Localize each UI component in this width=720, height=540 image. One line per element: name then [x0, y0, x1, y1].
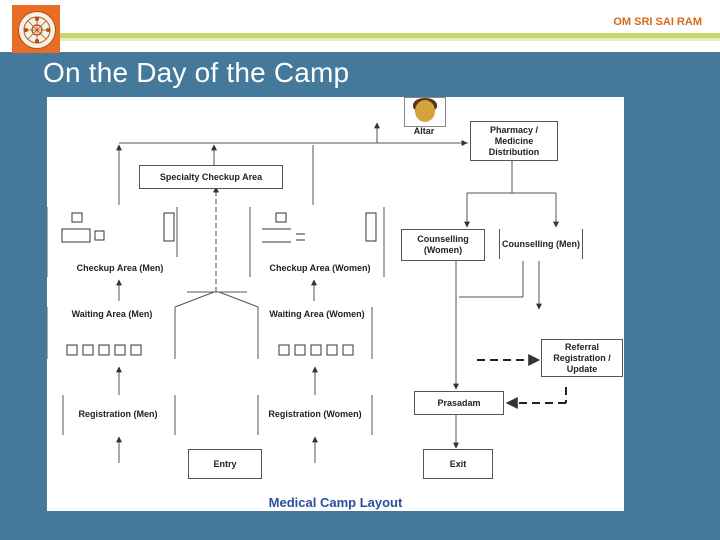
header-band	[0, 0, 720, 52]
camp-layout-diagram: Altar Pharmacy / Medicine Distribution S…	[47, 97, 624, 511]
registration-women-label: Registration (Women)	[268, 409, 362, 419]
prasadam-box: Prasadam	[414, 391, 504, 415]
waiting-men-label: Waiting Area (Men)	[71, 309, 153, 319]
pharmacy-box: Pharmacy / Medicine Distribution	[470, 121, 558, 161]
logo-emblem-icon	[18, 11, 56, 49]
checkup-women-label: Checkup Area (Women)	[269, 263, 371, 273]
diagram-connectors	[47, 122, 567, 463]
checkup-men-label: Checkup Area (Men)	[76, 263, 164, 273]
registration-men-label: Registration (Men)	[78, 409, 158, 419]
waiting-women-label: Waiting Area (Women)	[269, 309, 365, 319]
header-stripe-light	[60, 38, 720, 41]
exit-box: Exit	[423, 449, 493, 479]
referral-registration-box: Referral Registration / Update	[541, 339, 623, 377]
counselling-men-box: Counselling (Men)	[499, 229, 583, 259]
counselling-women-box: Counselling (Women)	[401, 229, 485, 261]
altar-portrait-icon	[415, 100, 435, 122]
header-text: OM SRI SAI RAM	[613, 16, 702, 28]
header-stripe	[60, 33, 720, 38]
entry-box: Entry	[188, 449, 262, 479]
specialty-checkup-box: Specialty Checkup Area	[139, 165, 283, 189]
diagram-caption: Medical Camp Layout	[268, 495, 403, 510]
slide-title: On the Day of the Camp	[43, 57, 350, 88]
organization-logo	[12, 5, 60, 53]
altar-photo	[404, 97, 446, 127]
altar-label: Altar	[413, 126, 435, 136]
